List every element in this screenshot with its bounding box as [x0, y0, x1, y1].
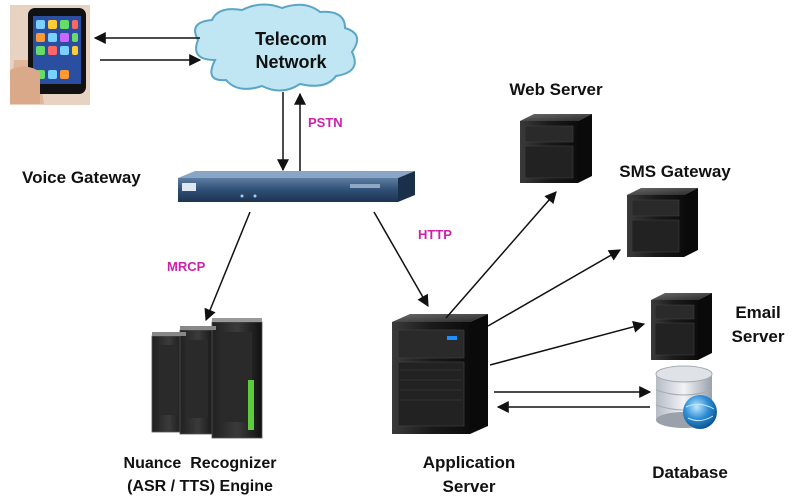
telecom-label-line2: Network: [255, 52, 327, 72]
voice-gateway-device: [178, 171, 415, 202]
web-server-device: [520, 114, 592, 183]
nuance-label-line1: Nuance Recognizer: [124, 455, 277, 472]
web-server-label: Web Server: [509, 80, 603, 99]
email-server-device: [651, 293, 712, 360]
telecom-network-cloud: Telecom Network: [194, 3, 359, 92]
pstn-label: PSTN: [308, 115, 343, 130]
email-label-line1: Email: [735, 303, 780, 322]
database-label: Database: [652, 463, 728, 482]
arrow-gateway-to-appserver: [373, 211, 429, 308]
telecom-label-line1: Telecom: [255, 29, 327, 49]
sms-gateway-label: SMS Gateway: [619, 162, 731, 181]
arrow-gateway-to-nuance: [204, 211, 251, 322]
arrow-appserver-to-email: [489, 320, 646, 366]
sms-gateway-device: [627, 188, 698, 257]
mrcp-label: MRCP: [167, 259, 206, 274]
application-server-device: [392, 314, 488, 434]
appserver-label-line1: Application: [423, 453, 516, 472]
arrow-appserver-to-webserver: [445, 191, 557, 319]
nuance-engine-servers: [151, 318, 263, 439]
phone-image: [10, 5, 90, 105]
arrow-appserver-to-sms: [487, 249, 622, 327]
database-icon: [655, 365, 717, 429]
appserver-label-line2: Server: [443, 477, 496, 496]
http-label: HTTP: [418, 227, 452, 242]
email-label-line2: Server: [732, 327, 785, 346]
nuance-label-line2: (ASR / TTS) Engine: [127, 478, 273, 495]
voice-gateway-label: Voice Gateway: [22, 168, 141, 187]
